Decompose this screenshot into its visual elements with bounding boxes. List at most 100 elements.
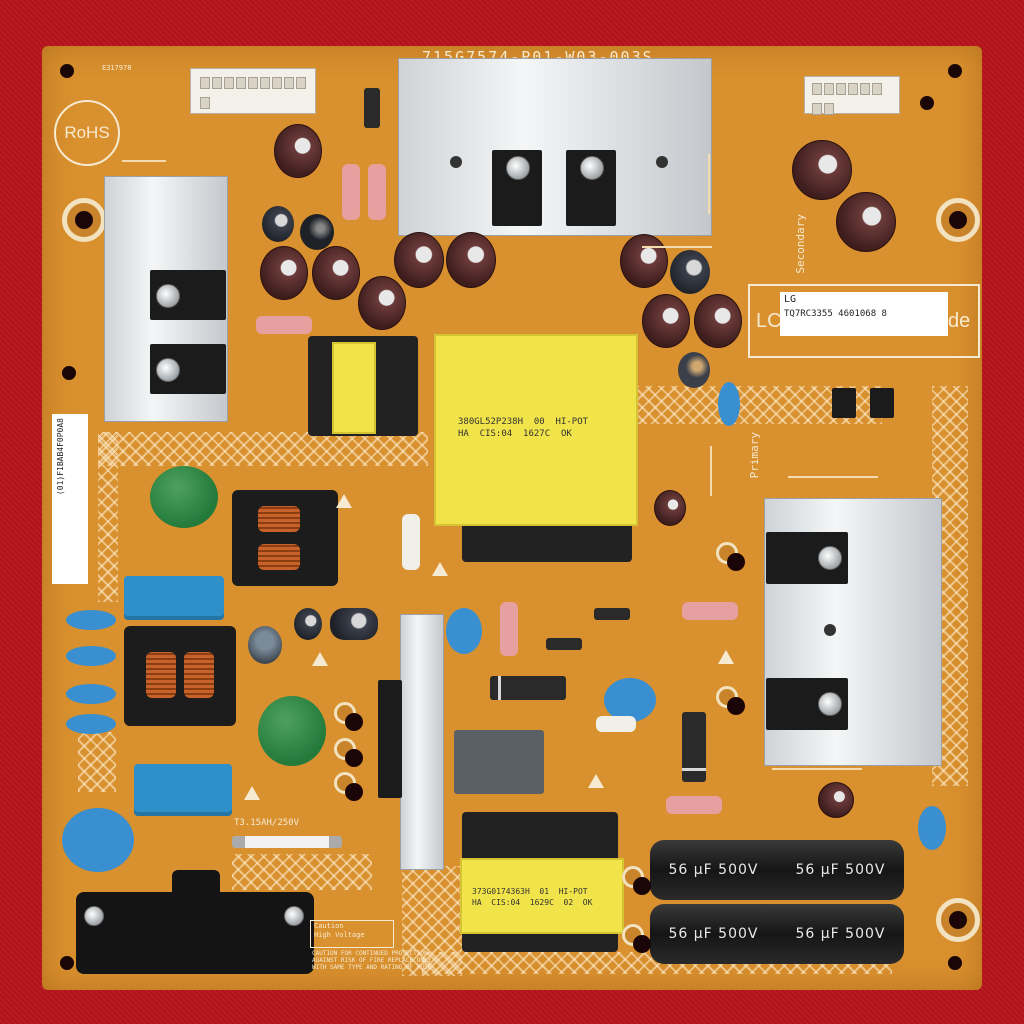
small-capacitor <box>330 608 378 640</box>
screw <box>156 358 180 382</box>
common-mode-choke <box>232 490 338 586</box>
bridge-heatsink <box>400 614 444 870</box>
electrolytic-capacitor <box>620 234 668 288</box>
warning-triangle-icon <box>336 494 352 508</box>
caution-title: Caution <box>314 922 344 930</box>
silk-line <box>122 160 166 162</box>
fuse <box>232 836 342 848</box>
diode <box>682 712 706 782</box>
y-capacitor <box>66 714 116 734</box>
electrolytic-capacitor <box>836 192 896 252</box>
small-capacitor <box>300 214 334 250</box>
main-transformer: 380GL52P238H 00 HI-POT HA CIS:04 1627C O… <box>434 334 638 526</box>
lg-label-brand: LG <box>784 294 797 305</box>
test-pad <box>716 542 745 571</box>
corner-hole <box>948 64 962 78</box>
mounting-hole <box>62 198 106 242</box>
y-capacitor <box>718 382 740 426</box>
y-capacitor <box>604 678 656 722</box>
silk-line <box>788 476 878 478</box>
resistor <box>682 602 738 620</box>
bulk-capacitor-marking: 56 µF 500V <box>795 862 886 878</box>
caution-box: Caution High Voltage <box>310 920 394 948</box>
heatsink-hole <box>656 156 668 168</box>
test-pad <box>334 738 363 767</box>
ceramic-resistor <box>402 514 420 570</box>
test-pad <box>334 772 363 801</box>
aux-transformer-label-area <box>332 342 376 434</box>
varistor <box>150 466 218 528</box>
y-capacitor <box>446 608 482 654</box>
connector-right <box>804 76 900 115</box>
electrolytic-capacitor <box>694 294 742 348</box>
diode <box>490 676 566 700</box>
transformer-core <box>462 522 632 562</box>
silk-line <box>710 446 712 496</box>
heatsink-hole <box>824 624 836 636</box>
small-capacitor <box>248 626 282 664</box>
pfc-inductor <box>454 730 544 794</box>
silk-line <box>708 154 710 214</box>
warning-triangle-icon <box>718 650 734 664</box>
model-sticker-area: LC de <box>748 284 980 358</box>
bulk-capacitor: 56 µF 500V 56 µF 500V <box>650 840 904 900</box>
electrolytic-capacitor <box>274 124 322 178</box>
screw <box>156 284 180 308</box>
warning-triangle-icon <box>244 786 260 800</box>
side-barcode-label: (01)F1BAB4F0P0A8 <box>52 414 88 584</box>
x-capacitor <box>134 764 232 816</box>
diode <box>546 638 582 650</box>
warning-triangle-icon <box>588 774 604 788</box>
diode <box>364 88 380 128</box>
optocoupler <box>870 388 894 418</box>
electrolytic-capacitor <box>792 140 852 200</box>
bulk-capacitor: 56 µF 500V 56 µF 500V <box>650 904 904 964</box>
y-capacitor <box>66 684 116 704</box>
warning-triangle-icon <box>432 562 448 576</box>
test-pad <box>622 924 651 953</box>
y-capacitor <box>62 808 134 872</box>
screw <box>580 156 604 180</box>
electrolytic-capacitor <box>394 232 444 288</box>
rohs-text: RoHS <box>64 123 110 142</box>
board-hole <box>62 366 76 380</box>
main-transformer-label: 380GL52P238H 00 HI-POT HA CIS:04 1627C O… <box>458 417 589 439</box>
fuse-rating: T3.15AH/250V <box>234 818 300 828</box>
electrolytic-capacitor <box>654 490 686 526</box>
screw <box>818 692 842 716</box>
y-capacitor <box>66 646 116 666</box>
electrolytic-capacitor <box>446 232 496 288</box>
silk-line <box>642 246 712 248</box>
side-barcode-text: (01)F1BAB4F0P0A8 <box>56 418 65 496</box>
resistor <box>342 164 360 220</box>
isolation-hatch <box>232 854 372 890</box>
varistor <box>258 696 326 766</box>
lg-barcode-label: LG TQ7RC3355 4601068 8 <box>780 292 948 336</box>
isolation-hatch <box>78 732 116 792</box>
power-supply-board: 715G7574-P01-W03-003S E317978 RoHS <box>42 46 982 990</box>
secondary-label: Secondary <box>794 214 807 274</box>
test-pad <box>334 702 363 731</box>
test-pad <box>716 686 745 715</box>
lg-label-code: TQ7RC3355 4601068 8 <box>784 309 887 319</box>
corner-hole <box>948 956 962 970</box>
silk-line <box>772 768 862 770</box>
common-mode-choke <box>124 626 236 726</box>
small-capacitor <box>262 206 294 242</box>
optocoupler <box>832 388 856 418</box>
ac-input-socket <box>76 870 314 974</box>
electrolytic-capacitor <box>312 246 360 300</box>
caution-text: CAUTION FOR CONTINUED PROTECTION AGAINST… <box>312 950 432 971</box>
bulk-capacitor-marking: 56 µF 500V <box>668 926 759 942</box>
bridge-rectifier <box>378 680 402 798</box>
connector-left <box>190 68 316 114</box>
screw <box>818 546 842 570</box>
cert-text: E317978 <box>102 64 132 72</box>
y-capacitor <box>66 610 116 630</box>
warning-triangle-icon <box>312 652 328 666</box>
resistor <box>500 602 518 656</box>
isolation-hatch <box>98 432 118 602</box>
diode <box>594 608 630 620</box>
rohs-logo: RoHS <box>54 100 120 166</box>
mounting-hole <box>936 898 980 942</box>
